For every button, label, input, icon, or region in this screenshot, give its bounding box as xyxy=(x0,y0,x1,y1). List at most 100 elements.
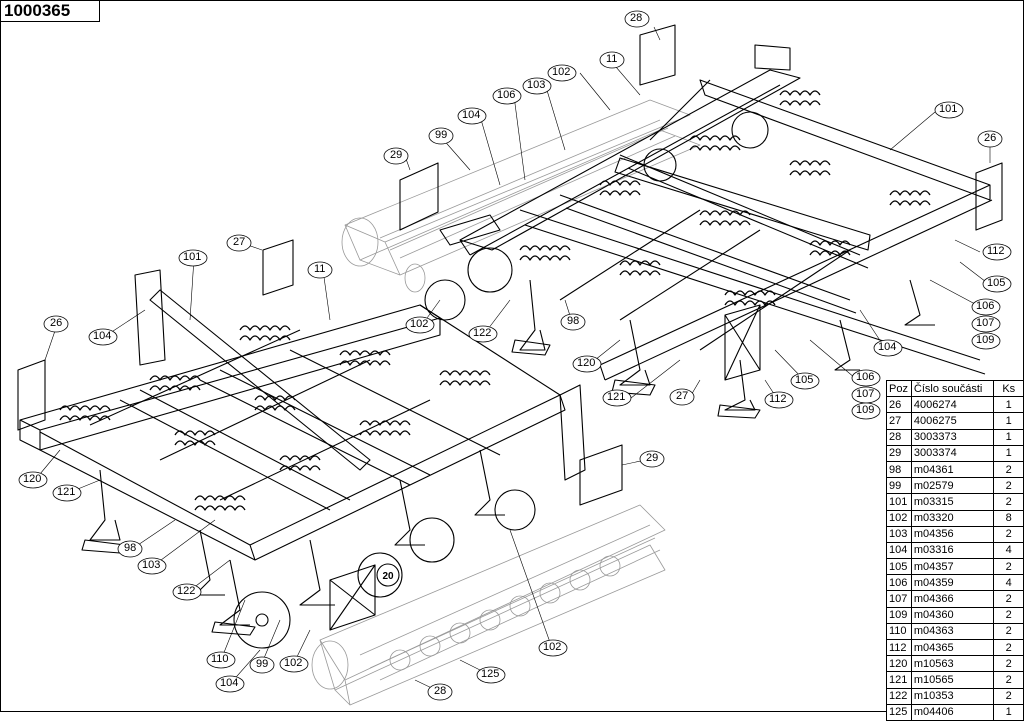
cell-part-number: m04356 xyxy=(910,525,995,543)
cell-position: 109 xyxy=(886,606,912,624)
speed-plate-text: 20 xyxy=(382,571,394,582)
upper-diagonal-brace xyxy=(614,157,871,251)
callout-label: 103 xyxy=(142,559,161,571)
cell-quantity: 2 xyxy=(993,460,1024,479)
callout-label: 101 xyxy=(939,103,958,115)
callout-label: 99 xyxy=(435,129,448,141)
callout-label: 125 xyxy=(481,668,500,680)
cell-quantity: 8 xyxy=(993,509,1024,527)
callout-label: 105 xyxy=(987,277,1006,289)
drawing-number: 1000365 xyxy=(0,0,100,22)
upper-warning-plate-rear xyxy=(399,162,439,231)
callout-label: 26 xyxy=(50,317,63,329)
callout-label: 112 xyxy=(987,245,1005,257)
callout-label: 107 xyxy=(856,388,875,400)
cell-part-number: m04365 xyxy=(910,638,995,657)
header-part-number: Číslo součásti xyxy=(910,379,995,398)
cell-position: 28 xyxy=(886,428,912,446)
cell-part-number: 4006274 xyxy=(910,396,995,414)
callout-label: 120 xyxy=(23,473,42,485)
callout-label: 104 xyxy=(93,330,112,342)
cell-position: 99 xyxy=(886,477,912,495)
cell-quantity: 2 xyxy=(993,671,1024,689)
cell-position: 29 xyxy=(886,444,912,462)
cell-quantity: 2 xyxy=(993,622,1024,641)
lower-diagonal-brace xyxy=(149,289,371,471)
lower-discs xyxy=(233,489,536,649)
callout-label: 102 xyxy=(552,66,571,78)
cell-quantity: 4 xyxy=(993,574,1024,592)
lower-springs xyxy=(59,325,491,511)
cell-position: 125 xyxy=(886,703,912,721)
header-position: Poz xyxy=(886,379,912,398)
cell-part-number: m03315 xyxy=(910,493,995,511)
callout-label: 107 xyxy=(976,317,995,329)
callout-label: 11 xyxy=(314,263,326,275)
callout-label: 28 xyxy=(434,685,447,697)
cell-part-number: m10563 xyxy=(910,655,995,673)
cell-part-number: m10353 xyxy=(910,687,995,705)
cell-position: 121 xyxy=(886,671,912,689)
cell-part-number: m04406 xyxy=(910,703,995,721)
cell-quantity: 2 xyxy=(993,525,1024,543)
callout-bubbles xyxy=(18,10,1012,701)
cell-quantity: 2 xyxy=(993,606,1024,624)
callout-label: 27 xyxy=(233,236,246,248)
lower-main-frame xyxy=(19,269,586,561)
callout-label: 102 xyxy=(543,641,562,653)
upper-springs xyxy=(519,90,931,306)
cell-quantity: 2 xyxy=(993,477,1024,495)
cell-position: 105 xyxy=(886,558,912,576)
callout-label: 26 xyxy=(984,132,997,144)
callout-label: 104 xyxy=(220,677,239,689)
cell-part-number: m04366 xyxy=(910,590,995,608)
speed-plate xyxy=(376,563,400,587)
cell-position: 27 xyxy=(886,412,912,430)
callout-label: 121 xyxy=(607,391,626,403)
upper-warning-plate-top xyxy=(639,24,676,86)
cell-part-number: 4006275 xyxy=(910,412,995,430)
cell-quantity: 1 xyxy=(993,428,1024,446)
callout-label: 99 xyxy=(256,658,269,670)
cell-position: 112 xyxy=(886,638,912,657)
cell-part-number: m04357 xyxy=(910,558,995,576)
lower-warning-plate-rear xyxy=(262,239,294,296)
callout-label: 29 xyxy=(646,452,659,464)
callout-label: 98 xyxy=(124,542,137,554)
callout-label: 109 xyxy=(856,404,875,416)
callout-label: 102 xyxy=(284,657,303,669)
cell-part-number: m10565 xyxy=(910,671,995,689)
cell-quantity: 2 xyxy=(993,638,1024,657)
cell-position: 106 xyxy=(886,574,912,592)
upper-warning-plate-side xyxy=(975,162,1003,231)
cell-position: 104 xyxy=(886,541,912,560)
cell-part-number: 3003374 xyxy=(910,444,995,462)
cell-part-number: m03316 xyxy=(910,541,995,560)
callout-label: 104 xyxy=(462,109,481,121)
callout-label: 103 xyxy=(527,79,546,91)
callout-label: 121 xyxy=(57,486,76,498)
cell-quantity: 2 xyxy=(993,590,1024,608)
lower-warning-plate-front xyxy=(579,444,623,506)
callout-label: 106 xyxy=(497,89,516,101)
callout-label: 29 xyxy=(390,149,403,161)
callout-label: 101 xyxy=(183,251,202,263)
machine-lower-left: 20 xyxy=(17,239,666,706)
cell-part-number: m04361 xyxy=(910,460,995,479)
cell-quantity: 4 xyxy=(993,541,1024,560)
